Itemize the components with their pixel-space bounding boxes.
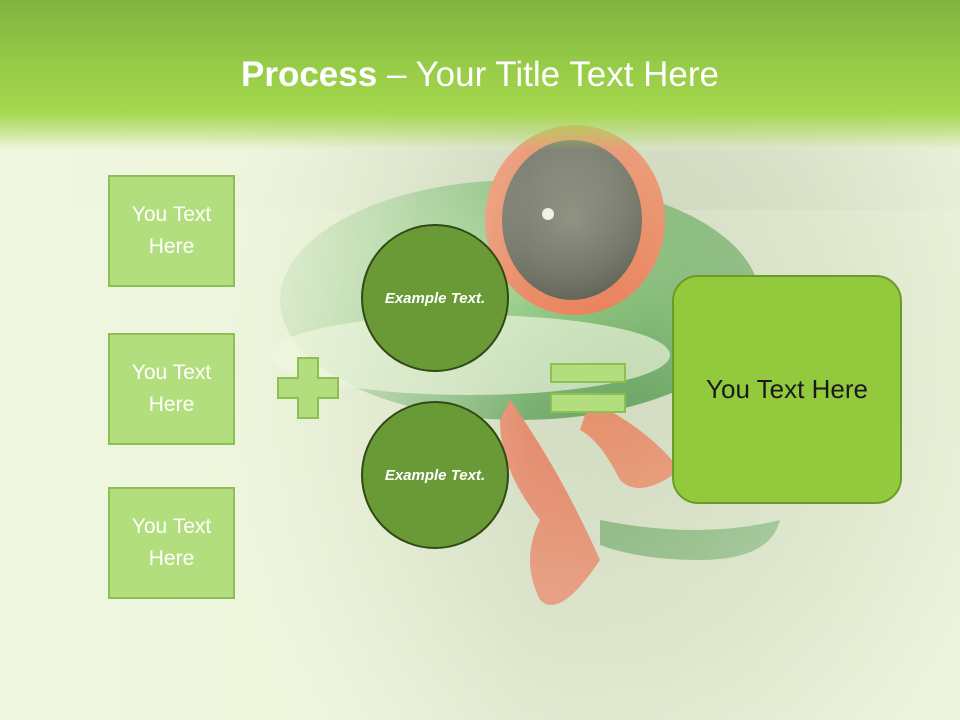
input-box-2[interactable]: You Text Here xyxy=(108,333,235,445)
plus-icon xyxy=(277,357,339,419)
result-box[interactable]: You Text Here xyxy=(672,275,902,504)
header-bar xyxy=(0,0,960,150)
title-bold: Process xyxy=(241,55,378,94)
example-circle-label: Example Text. xyxy=(384,466,486,484)
example-circle-2[interactable]: Example Text. xyxy=(361,401,509,549)
slide-title: Process – Your Title Text Here xyxy=(0,52,960,98)
input-box-1[interactable]: You Text Here xyxy=(108,175,235,287)
result-label: You Text Here xyxy=(706,374,868,404)
example-circle-1[interactable]: Example Text. xyxy=(361,224,509,372)
input-box-label: You Text Here xyxy=(131,361,212,416)
title-rest: – Your Title Text Here xyxy=(377,55,719,94)
equals-bar-bottom xyxy=(550,393,626,413)
example-circle-label: Example Text. xyxy=(384,289,486,307)
input-box-3[interactable]: You Text Here xyxy=(108,487,235,599)
input-box-label: You Text Here xyxy=(131,515,212,570)
input-box-label: You Text Here xyxy=(131,203,212,258)
equals-bar-top xyxy=(550,363,626,383)
